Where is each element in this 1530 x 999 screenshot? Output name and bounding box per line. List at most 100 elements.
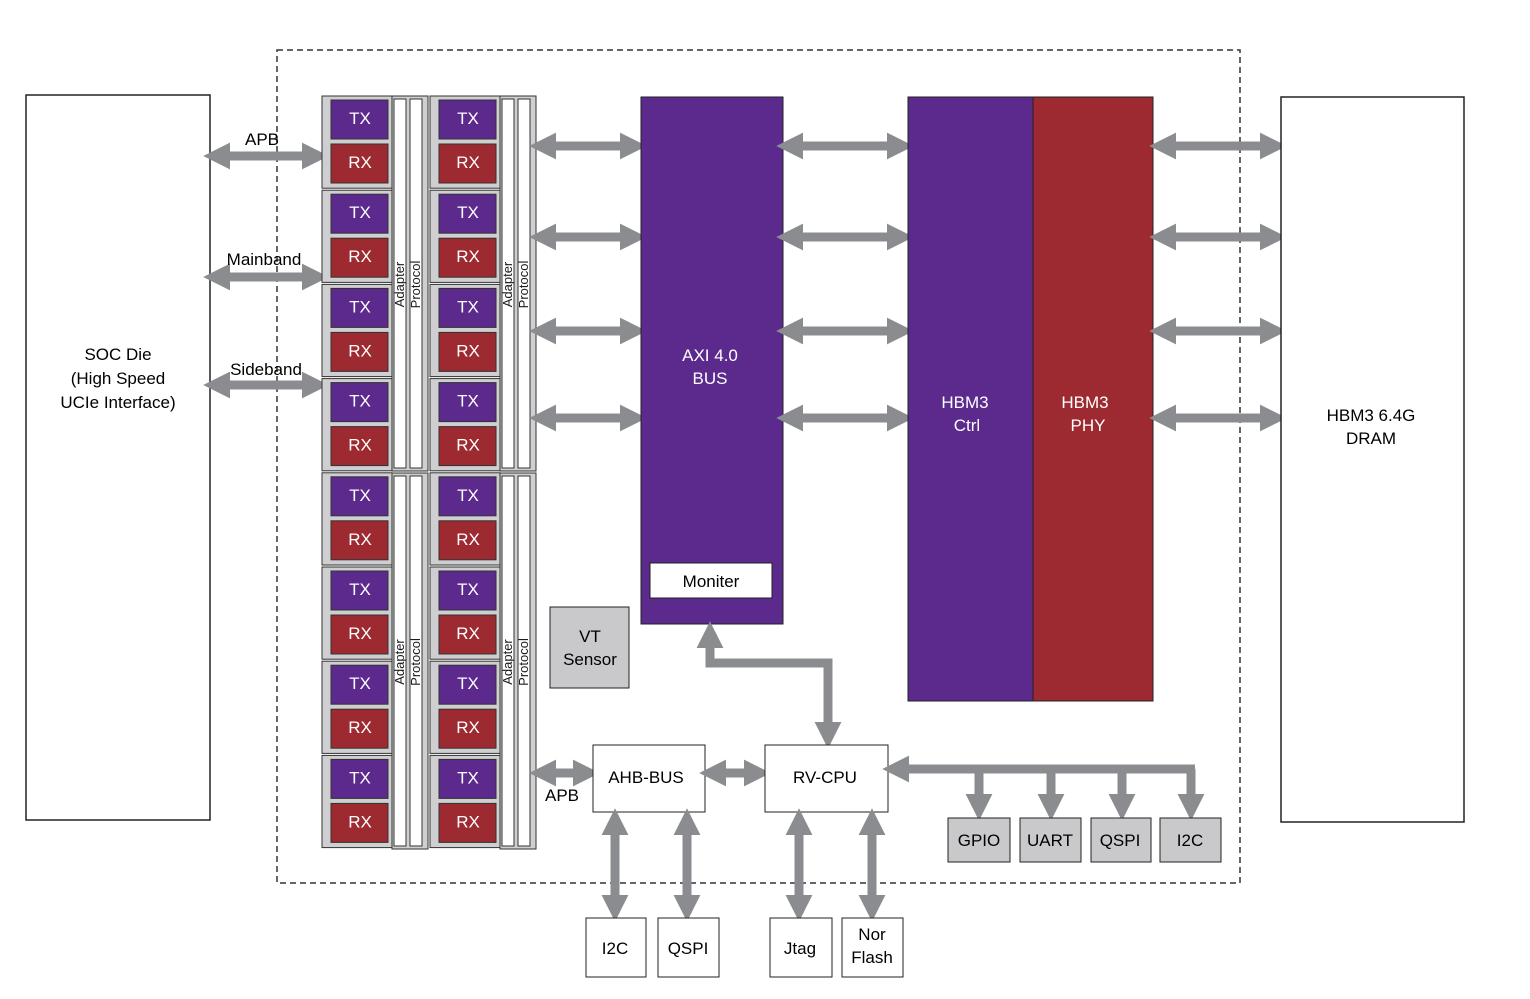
adapter-strip	[393, 98, 407, 469]
ext-i2c-label: I2C	[602, 939, 628, 958]
tx-label: TX	[349, 674, 371, 693]
vt-sensor-label-1: VT	[579, 627, 601, 646]
vt-sensor-block: VT Sensor	[549, 606, 630, 689]
rx-label: RX	[348, 247, 372, 266]
rx-label: RX	[348, 341, 372, 360]
qspi-block: QSPI	[1090, 817, 1152, 863]
mainband-label: Mainband	[227, 250, 302, 269]
nor-flash-label-2: Flash	[851, 948, 893, 967]
tx-block	[438, 382, 497, 423]
soc-die-label-1: SOC Die	[84, 345, 151, 364]
protocol-label: Protocol	[408, 638, 423, 686]
apb-bottom-label: APB	[545, 786, 579, 805]
rx-label: RX	[456, 624, 480, 643]
rx-block	[438, 426, 497, 467]
ahb-bus-label: AHB-BUS	[608, 768, 684, 787]
tx-block	[330, 570, 389, 611]
rx-block	[438, 237, 497, 278]
tx-block	[330, 382, 389, 423]
dram-label-2: DRAM	[1346, 429, 1396, 448]
sideband-label: Sideband	[230, 360, 302, 379]
apb-top-label: APB	[245, 130, 279, 149]
moniter-block	[649, 562, 773, 599]
tx-label: TX	[349, 580, 371, 599]
rx-block	[330, 331, 389, 372]
tx-block	[438, 476, 497, 517]
rx-label: RX	[348, 530, 372, 549]
tx-block	[330, 664, 389, 705]
rx-block	[438, 708, 497, 749]
adapter-label: Adapter	[500, 261, 515, 307]
tx-label: TX	[457, 580, 479, 599]
hbm3-phy-label-1: HBM3	[1061, 393, 1108, 412]
tx-label: TX	[457, 297, 479, 316]
nor-flash-block: Nor Flash	[841, 917, 904, 978]
dram-label-1: HBM3 6.4G	[1327, 406, 1416, 425]
rx-block	[438, 614, 497, 655]
tx-label: TX	[457, 768, 479, 787]
tx-block	[438, 193, 497, 234]
protocol-label: Protocol	[516, 638, 531, 686]
ext-i2c-block: I2C	[585, 917, 647, 978]
ahb-bus-block: AHB-BUS	[592, 744, 706, 813]
external-arrows	[601, 808, 886, 922]
rx-block	[438, 331, 497, 372]
tx-label: TX	[457, 203, 479, 222]
jtag-block: Jtag	[769, 917, 833, 978]
ext-qspi-label: QSPI	[668, 939, 709, 958]
protocol-label: Protocol	[408, 261, 423, 309]
axi-bus-label-1: AXI 4.0	[682, 346, 738, 365]
tx-label: TX	[457, 109, 479, 128]
axi-to-hbm-arrows	[776, 132, 914, 432]
tx-label: TX	[349, 203, 371, 222]
adapter-strip	[501, 475, 515, 847]
rx-block	[330, 143, 389, 184]
protocol-strip	[517, 98, 531, 469]
moniter-label: Moniter	[683, 572, 740, 591]
tx-block	[330, 476, 389, 517]
rx-block	[438, 143, 497, 184]
rx-label: RX	[456, 718, 480, 737]
rx-block	[438, 520, 497, 561]
rx-label: RX	[348, 624, 372, 643]
hbm3-phy-label-2: PHY	[1071, 416, 1106, 435]
axi-bus-block: AXI 4.0 BUS Moniter	[640, 96, 784, 625]
chip-boundary	[276, 49, 1241, 884]
tx-label: TX	[349, 768, 371, 787]
rv-cpu-label: RV-CPU	[793, 768, 857, 787]
axi-cpu-arrow	[696, 621, 842, 749]
rx-block	[330, 237, 389, 278]
rx-block	[330, 426, 389, 467]
phy-to-axi-arrows	[529, 132, 647, 432]
tx-label: TX	[349, 297, 371, 316]
protocol-strip	[409, 475, 423, 847]
tx-label: TX	[349, 109, 371, 128]
hbm3-ctrl-label-1: HBM3	[941, 393, 988, 412]
adapter-label: Adapter	[392, 639, 407, 685]
tx-block	[330, 287, 389, 328]
nor-flash-label-1: Nor	[858, 925, 886, 944]
gpio-block: GPIO	[947, 817, 1011, 863]
rx-block	[438, 802, 497, 843]
rx-block	[330, 614, 389, 655]
rx-block	[330, 520, 389, 561]
rx-label: RX	[456, 436, 480, 455]
tx-label: TX	[457, 392, 479, 411]
tx-block	[438, 664, 497, 705]
rx-label: RX	[456, 341, 480, 360]
tx-block	[330, 758, 389, 799]
jtag-label: Jtag	[784, 939, 816, 958]
adapter-strip	[393, 475, 407, 847]
hbm3-phy-block: HBM3 PHY	[1032, 96, 1154, 702]
soc-die-label-2: (High Speed	[71, 369, 166, 388]
tx-block	[438, 99, 497, 140]
rx-label: RX	[348, 718, 372, 737]
adapter-strip	[501, 98, 515, 469]
rx-label: RX	[348, 153, 372, 172]
cpu-peripheral-bus	[882, 755, 1205, 821]
adapter-label: Adapter	[500, 639, 515, 685]
tx-label: TX	[349, 392, 371, 411]
tx-block	[330, 193, 389, 234]
ext-qspi-block: QSPI	[657, 917, 720, 978]
